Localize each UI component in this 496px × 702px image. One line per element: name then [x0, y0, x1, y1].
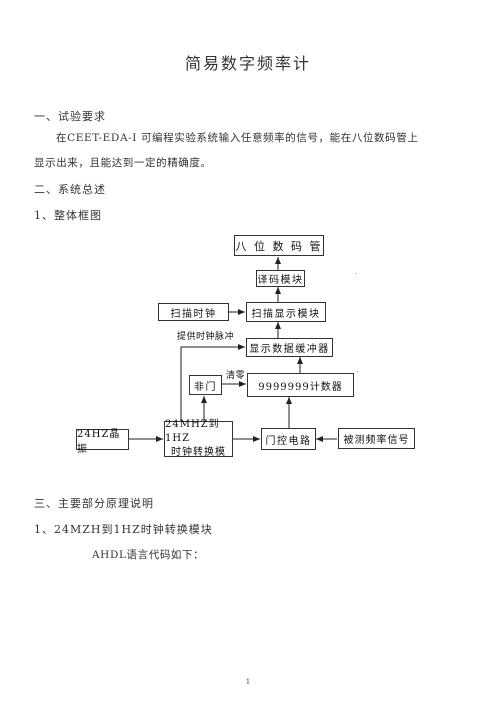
clear-label: 清零 — [226, 371, 246, 381]
section1-paragraph-line1: 在CEET-EDA-I 可编程实验系统输入任意频率的信号，能在八位数码管上 — [56, 132, 419, 144]
display-block: 八 位 数 码 管 — [234, 235, 324, 256]
page-title: 简易数字频率计 — [184, 54, 311, 73]
stray-dot — [357, 371, 358, 372]
arrow-clock-pulse-path — [180, 344, 245, 421]
input-signal-block: 被测频率信号 — [338, 428, 415, 449]
gate-circuit-block: 门控电路 — [261, 428, 316, 450]
counter-block: 9999999计数器 — [247, 373, 354, 397]
section1-heading: 一、试验要求 — [34, 110, 106, 123]
page-number: 1 — [245, 678, 251, 686]
crystal-block: 24HZ晶振 — [76, 429, 129, 455]
decoder-block: 译码模块 — [256, 270, 305, 287]
section3-heading: 三、主要部分原理说明 — [34, 497, 154, 510]
stray-dot — [355, 273, 356, 274]
scan-clock-block: 扫描时钟 — [158, 303, 229, 321]
converter-label-line2: 时钟转换模 — [171, 447, 226, 458]
clock-pulse-label: 提供时钟脉冲 — [177, 332, 235, 342]
section2-subheading: 1、整体框图 — [34, 209, 102, 222]
converter-label-line1: 24MHZ到1HZ — [165, 419, 220, 444]
converter-block: 24MHZ到1HZ 时钟转换模 — [164, 419, 233, 458]
section3-subheading: 1、24MZH到1HZ时钟转换模块 — [34, 523, 213, 536]
scan-display-block: 扫描显示模块 — [246, 302, 326, 322]
buffer-block: 显示数据缓冲器 — [246, 338, 333, 357]
not-gate-block: 非门 — [189, 375, 222, 395]
section2-heading: 二、系统总述 — [34, 183, 106, 196]
section1-paragraph-line2: 显示出来，且能达到一定的精确度。 — [34, 157, 212, 169]
code-intro: AHDL语言代码如下： — [92, 549, 205, 561]
